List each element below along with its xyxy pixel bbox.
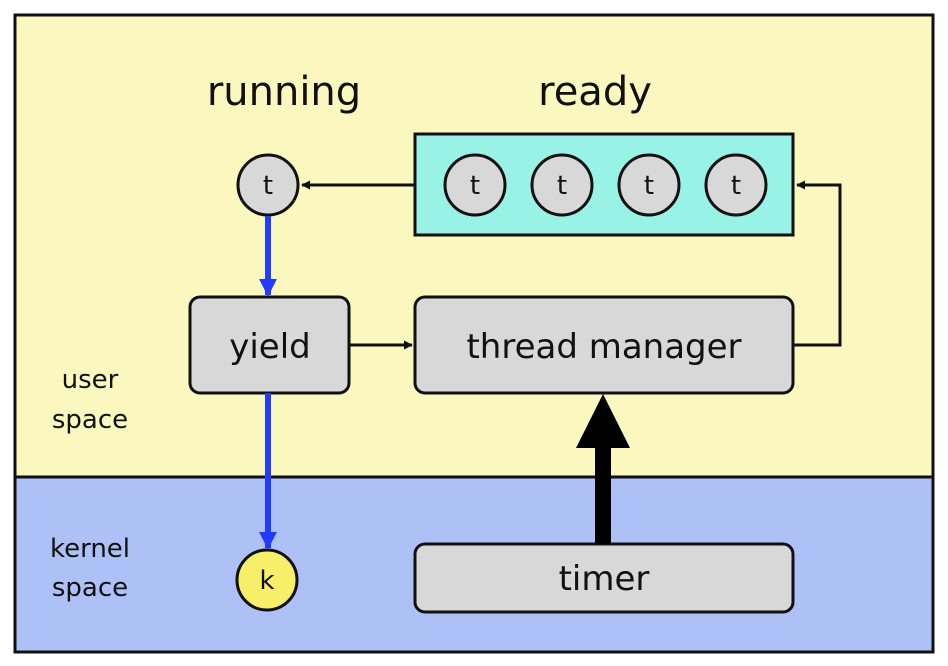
ready-thread-1-label: t — [470, 171, 480, 201]
yield-box: yield — [188, 295, 351, 395]
thread-manager-box: thread manager — [413, 295, 795, 395]
running-heading: running — [207, 69, 361, 115]
ready-thread-2: t — [530, 153, 594, 217]
arrow-manager-to-ready — [793, 180, 842, 347]
kernel-space-label-line2: space — [52, 573, 128, 603]
timer-box: timer — [413, 542, 795, 614]
user-space-label-line1: user — [62, 365, 119, 395]
arrow-timer-to-manager — [576, 394, 630, 544]
kernel-thread-label: k — [259, 566, 274, 596]
ready-thread-3: t — [617, 153, 681, 217]
ready-thread-2-label: t — [557, 171, 567, 201]
ready-thread-3-label: t — [644, 171, 654, 201]
thread-manager-label: thread manager — [466, 327, 741, 367]
outer-frame — [13, 13, 935, 654]
ready-thread-1: t — [443, 153, 507, 217]
running-thread-label: t — [263, 171, 273, 201]
ready-heading: ready — [538, 69, 652, 115]
ready-thread-4: t — [704, 153, 768, 217]
user-space-label-line2: space — [52, 405, 128, 435]
user-space-region — [15, 15, 933, 477]
running-thread: t — [236, 153, 300, 217]
ready-thread-4-label: t — [731, 171, 741, 201]
kernel-space-label-line1: kernel — [50, 534, 130, 564]
yield-label: yield — [229, 327, 311, 367]
kernel-thread: k — [235, 548, 299, 612]
timer-label: timer — [559, 559, 650, 599]
